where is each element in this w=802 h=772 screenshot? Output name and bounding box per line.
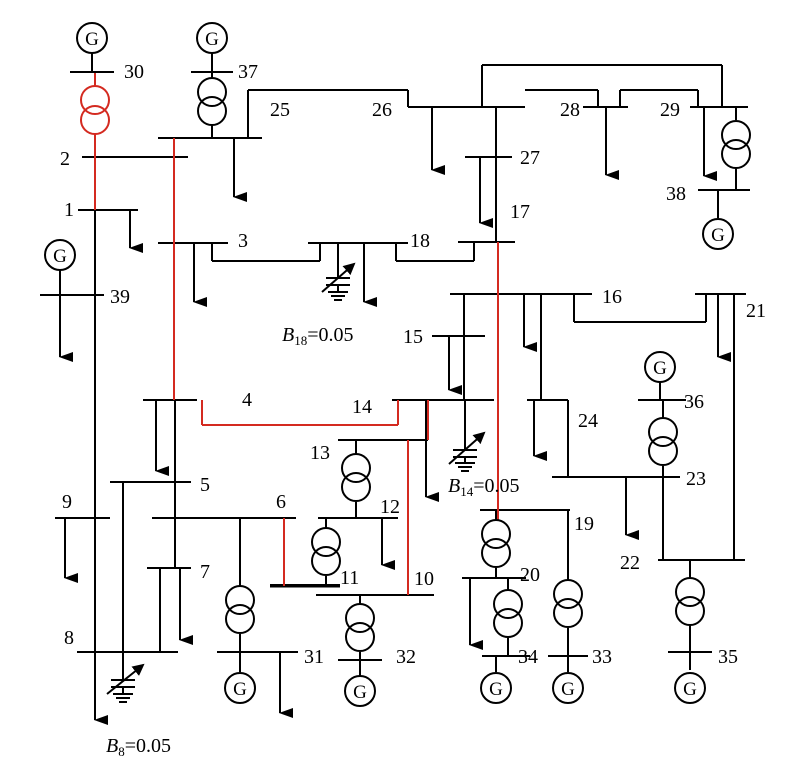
transformer-25-37	[197, 77, 227, 126]
bus-label-36: 36	[684, 391, 704, 413]
bus-label-5: 5	[200, 474, 210, 496]
transformer-29-38	[721, 120, 751, 169]
shunt-capacitor-18	[321, 262, 356, 301]
generator-symbol-38: G	[711, 225, 725, 246]
transformer-20-34	[493, 589, 523, 638]
shunt-label-18: B18=0.05	[282, 324, 354, 348]
bus-label-13: 13	[310, 442, 330, 464]
bus-label-33: 33	[592, 646, 612, 668]
bus-label-2: 2	[60, 148, 70, 170]
bus-label-17: 17	[510, 201, 530, 223]
bus-label-1: 1	[64, 199, 74, 221]
bus-label-7: 7	[200, 561, 210, 583]
generator-39: G	[44, 239, 76, 271]
bus-label-15: 15	[403, 326, 423, 348]
generator-symbol-39: G	[53, 246, 67, 267]
bus-label-8: 8	[64, 627, 74, 649]
bus-label-27: 27	[520, 147, 540, 169]
transformer-12-11	[311, 527, 341, 576]
generator-symbol-32: G	[353, 682, 367, 703]
bus-label-21: 21	[746, 300, 766, 322]
bus-label-19: 19	[574, 513, 594, 535]
bus-label-23: 23	[686, 468, 706, 490]
shunt-label-14: B14=0.05	[448, 475, 520, 499]
generator-36: G	[644, 351, 676, 383]
bus-label-18: 18	[410, 230, 430, 252]
generator-35: G	[674, 672, 706, 704]
bus-label-12: 12	[380, 496, 400, 518]
bus-label-14: 14	[352, 396, 372, 418]
generator-symbol-37: G	[205, 29, 219, 50]
transformer-6-31	[225, 585, 255, 634]
generator-33: G	[552, 672, 584, 704]
bus-label-11: 11	[340, 567, 359, 589]
bus-label-29: 29	[660, 99, 680, 121]
bus-label-26: 26	[372, 99, 392, 121]
shunt-capacitor-8	[106, 663, 145, 703]
bus-label-39: 39	[110, 286, 130, 308]
generator-symbol-36: G	[653, 358, 667, 379]
generator-30: G	[70, 22, 114, 73]
transformer-22-35	[675, 577, 705, 626]
transformer-23-36	[648, 417, 678, 466]
generator-symbol-30: G	[85, 29, 99, 50]
bus-label-6: 6	[276, 491, 286, 513]
network-lines	[40, 53, 750, 725]
generator-31: G	[224, 672, 256, 704]
bus-label-25: 25	[270, 99, 290, 121]
transformer-10-32	[345, 603, 375, 652]
shunt-label-8: B8=0.05	[106, 735, 171, 759]
bus-label-38: 38	[666, 183, 686, 205]
bus-label-30: 30	[124, 61, 144, 83]
bus-label-31: 31	[304, 646, 324, 668]
bus-label-28: 28	[560, 99, 580, 121]
bus-labels: 30 37 25 26 28 29 27 38 2 1 3 18 17 39 1…	[60, 61, 766, 668]
transformer-13-12	[341, 453, 371, 502]
shunt-capacitor-14	[448, 431, 486, 472]
bus-label-20: 20	[520, 564, 540, 586]
bus-label-22: 22	[620, 552, 640, 574]
bus-label-34: 34	[518, 646, 538, 668]
generator-symbol-34: G	[489, 679, 503, 700]
generator-symbol-31: G	[233, 679, 247, 700]
transformer-30-2	[80, 85, 110, 135]
bus-label-35: 35	[718, 646, 738, 668]
generator-34: G	[480, 672, 512, 704]
generator-symbol-35: G	[683, 679, 697, 700]
bus-label-4: 4	[242, 389, 252, 411]
highlighted-branches	[94, 72, 499, 595]
bus-label-9: 9	[62, 491, 72, 513]
transformer-19-20	[481, 519, 511, 568]
bus-label-3: 3	[238, 230, 248, 252]
generator-symbol-33: G	[561, 679, 575, 700]
generator-38: G	[702, 218, 734, 250]
bus-label-16: 16	[602, 286, 622, 308]
transformer-19-33	[553, 579, 583, 628]
bus-label-37: 37	[238, 61, 258, 83]
generator-32: G	[344, 675, 376, 707]
bus-label-32: 32	[396, 646, 416, 668]
generator-37: G	[196, 22, 228, 54]
bus-label-24: 24	[578, 410, 598, 432]
bus-label-10: 10	[414, 568, 434, 590]
